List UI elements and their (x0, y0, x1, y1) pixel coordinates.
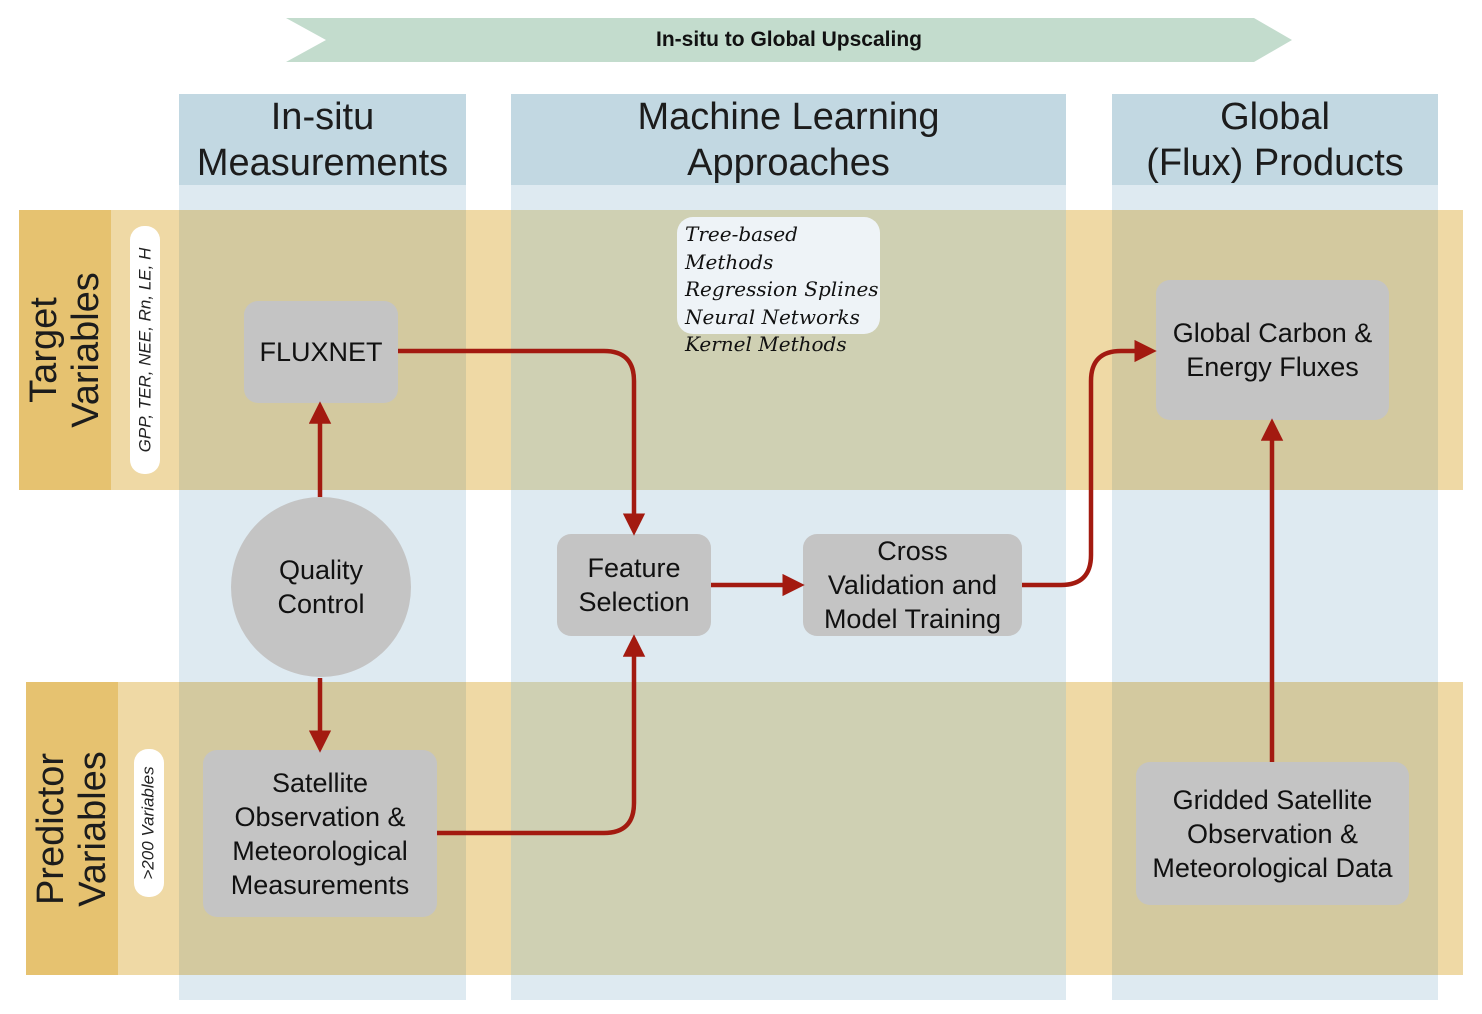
quality-control-node: Quality Control (231, 497, 411, 677)
target-variables-sub-block: GPP, TER, NEE, Rn, LE, H (111, 210, 179, 490)
insitu-column-header: In-situ Measurements (179, 94, 466, 185)
method-item: Tree-based Methods (685, 222, 798, 274)
arrow-satellite-to-feature-selection (437, 634, 646, 836)
global-fluxes-node: Global Carbon & Energy Fluxes (1156, 280, 1389, 420)
predictor-variables-sub-block: >200 Variables (118, 682, 179, 975)
method-item: Regression Splines (685, 277, 879, 301)
target-variables-title-block: Target Variables (19, 210, 111, 490)
ml-predictor-overlap (511, 682, 1066, 975)
global-column-header: Global (Flux) Products (1112, 94, 1438, 185)
global-column-title: Global (Flux) Products (1146, 95, 1404, 184)
arrow-fluxnet-to-feature-selection (398, 348, 646, 536)
satellite-observation-node: Satellite Observation & Meteorological M… (203, 750, 437, 917)
method-item: Kernel Methods (685, 332, 847, 356)
cross-validation-node: Cross Validation and Model Training (803, 534, 1022, 636)
fluxnet-node: FLUXNET (244, 301, 398, 403)
upscaling-banner-label: In-situ to Global Upscaling (655, 28, 922, 51)
ml-column-title: Machine Learning Approaches (637, 95, 940, 184)
method-item: Neural Networks (685, 304, 860, 329)
feature-selection-node: Feature Selection (557, 534, 711, 636)
ml-methods-box: Tree-based Methods Regression Splines Ne… (677, 217, 880, 356)
predictor-variables-title-block: Predictor Variables (26, 682, 118, 975)
ml-column-header: Machine Learning Approaches (511, 94, 1066, 185)
arrow-cross-validation-to-global-fluxes (1022, 339, 1157, 588)
predictor-variables-pill: >200 Variables (133, 748, 164, 897)
target-variables-pill: GPP, TER, NEE, Rn, LE, H (130, 226, 160, 474)
gridded-data-node: Gridded Satellite Observation & Meteorol… (1136, 762, 1409, 905)
upscaling-banner-arrow (286, 18, 1292, 62)
insitu-column-title: In-situ Measurements (196, 95, 449, 184)
